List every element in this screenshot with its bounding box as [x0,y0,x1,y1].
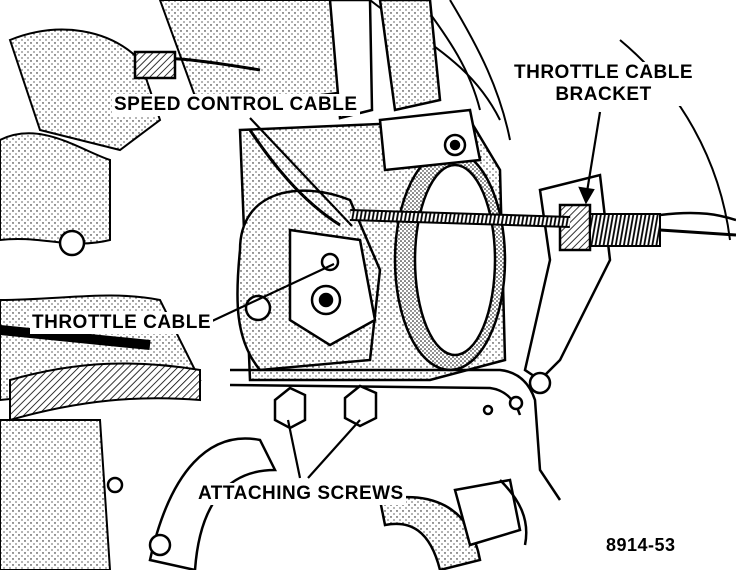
label-throttle-cable-bracket-line2: BRACKET [555,84,652,105]
attaching-screws [273,384,378,430]
label-throttle-cable-bracket-line1: THROTTLE CABLE [514,62,694,83]
label-throttle-cable: THROTTLE CABLE [30,312,214,334]
upper-hoses [133,0,442,120]
leader-screw-1 [286,419,302,479]
leader-bracket [584,111,602,199]
figure-number: 8914-53 [604,534,678,556]
throttle-cable-bracket [523,173,612,395]
cables [248,129,736,247]
lower-hoses [58,229,528,570]
label-throttle-cable-bracket: THROTTLE CABLE BRACKET [512,62,696,106]
leader-speed-control [249,117,353,227]
base-plate [229,368,562,501]
leader-lines [209,111,602,479]
leader-throttle [209,263,335,323]
leader-screw-2 [307,419,361,479]
label-speed-control-cable: SPEED CONTROL CABLE [112,94,360,116]
label-attaching-screws: ATTACHING SCREWS [196,483,406,505]
throttle-cam [236,189,382,372]
